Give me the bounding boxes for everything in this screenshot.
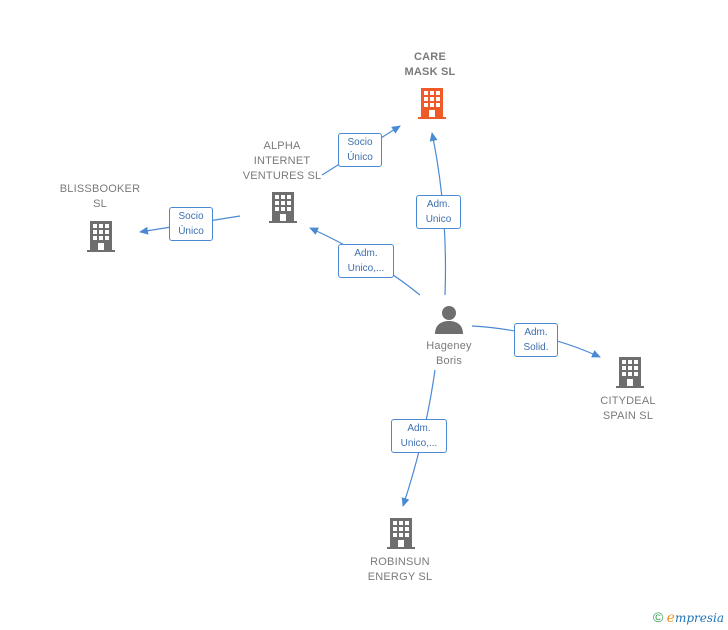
node-label-line: ALPHA <box>263 140 301 152</box>
edge-label-hageney-care-mask[interactable]: Adm. Unico <box>416 195 461 229</box>
node-label-robinsun[interactable]: ROBINSUN ENERGY SL <box>350 555 450 585</box>
node-label-line: SL <box>93 198 107 210</box>
node-label-line: Hageney <box>426 340 472 352</box>
edge-label-line: Único <box>347 152 373 163</box>
node-label-line: ENERGY SL <box>367 571 433 583</box>
node-label-line: BLISSBOOKER <box>59 183 141 195</box>
node-label-line: INTERNET <box>253 155 311 167</box>
node-label-line: Boris <box>435 355 463 367</box>
node-label-line: CARE <box>414 51 446 63</box>
node-label-line: VENTURES SL <box>242 170 322 182</box>
edge-label-line: Único <box>178 226 204 237</box>
node-label-line: SPAIN SL <box>602 410 654 422</box>
node-label-line: ROBINSUN <box>370 556 430 568</box>
edges <box>139 125 601 507</box>
node-label-alpha[interactable]: ALPHA INTERNET VENTURES SL <box>222 139 342 184</box>
person-icon-hageney[interactable] <box>433 303 465 335</box>
edge-label-line: Socio <box>178 211 204 222</box>
edge-label-line: Adm. <box>524 327 548 338</box>
node-label-line: CITYDEAL <box>600 395 656 407</box>
edge-label-line: Unico,... <box>347 263 385 274</box>
edge-label-line: Unico <box>425 214 452 225</box>
node-label-hageney[interactable]: Hageney Boris <box>399 339 499 369</box>
edge-label-line: Adm. <box>426 199 451 210</box>
edge-label-hageney-alpha[interactable]: Adm. Unico,... <box>338 244 394 278</box>
building-icon-alpha[interactable] <box>267 190 299 224</box>
brand-logo: © empresia <box>653 609 724 626</box>
building-icon-blissbooker[interactable] <box>85 219 117 253</box>
edge-label-line: Solid. <box>523 342 549 353</box>
edge-label-alpha-blissbooker[interactable]: Socio Único <box>169 207 213 241</box>
building-icon-robinsun[interactable] <box>385 516 417 550</box>
node-label-care-mask[interactable]: CARE MASK SL <box>380 50 480 80</box>
edge-label-hageney-robinsun[interactable]: Adm. Unico,... <box>391 419 447 453</box>
node-label-citydeal[interactable]: CITYDEAL SPAIN SL <box>578 394 678 424</box>
edge-label-line: Adm. <box>407 423 431 434</box>
brand-name: mpresia <box>674 611 724 625</box>
node-label-blissbooker[interactable]: BLISSBOOKER SL <box>45 182 155 212</box>
edge-label-line: Socio <box>347 137 373 148</box>
building-icon-care-mask[interactable] <box>416 86 448 120</box>
node-label-line: MASK SL <box>404 66 456 78</box>
copyright-symbol: © <box>652 609 664 625</box>
edge-label-hageney-citydeal[interactable]: Adm. Solid. <box>514 323 558 357</box>
edge-label-line: Unico,... <box>400 438 438 449</box>
brand-initial: e <box>666 610 675 626</box>
edge-label-alpha-care-mask[interactable]: Socio Único <box>338 133 382 167</box>
edge-label-line: Adm. <box>354 248 378 259</box>
building-icon-citydeal[interactable] <box>614 355 646 389</box>
